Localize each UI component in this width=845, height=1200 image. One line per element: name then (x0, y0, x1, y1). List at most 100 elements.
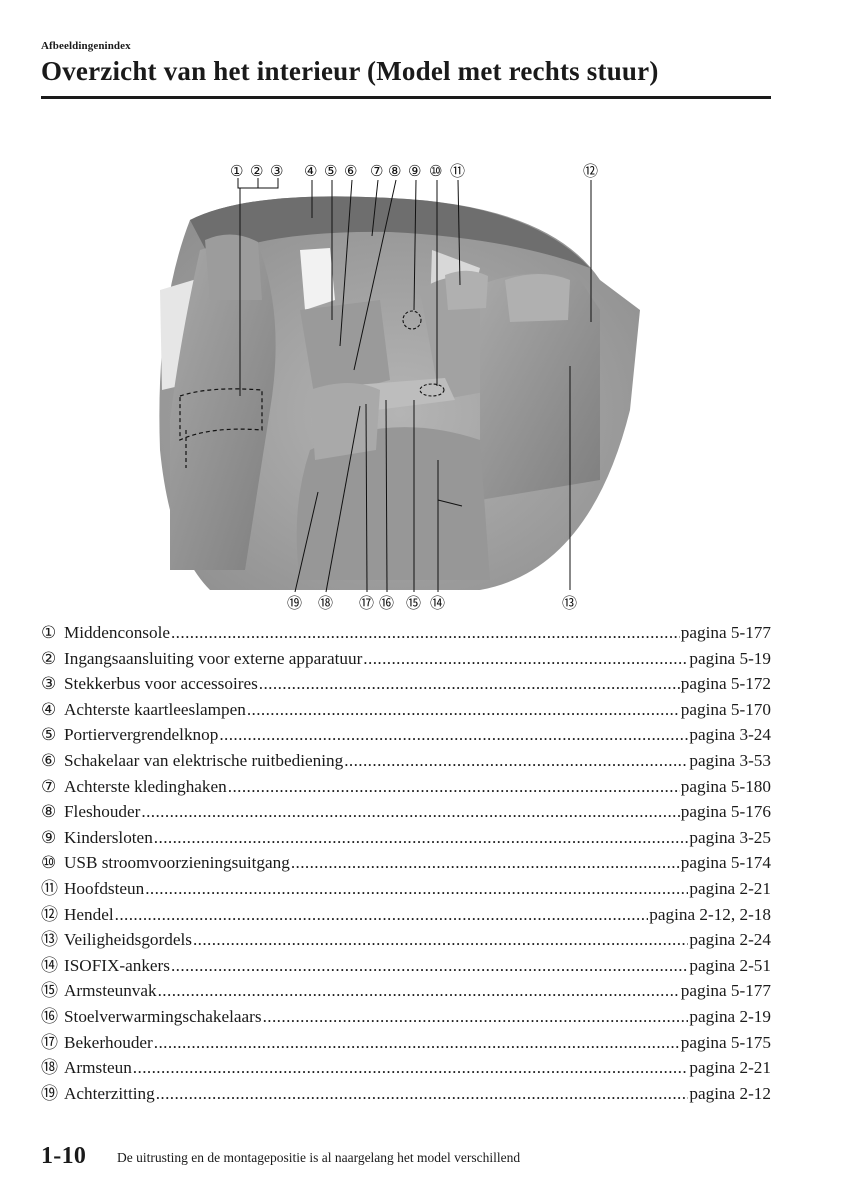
page-number: 1-10 (41, 1143, 87, 1169)
dot-leader (171, 620, 680, 646)
dot-leader (133, 1055, 689, 1081)
index-row: ⑦ Achterste kledinghaken pagina 5-180 (41, 774, 771, 800)
item-label: Veiligheidsgordels (64, 930, 192, 950)
item-page-ref: pagina 2-51 (689, 955, 771, 975)
item-label: Hendel (64, 904, 114, 924)
index-row: ⑥ Schakelaar van elektrische ruitbedieni… (41, 748, 771, 774)
item-label: Stoelverwarmingschakelaars (64, 1006, 262, 1026)
center-console-outline (179, 388, 263, 441)
dot-leader (363, 646, 688, 672)
dot-leader (291, 850, 680, 876)
dot-leader (219, 722, 688, 748)
index-row: ④ Achterste kaartleeslampen pagina 5-170 (41, 697, 771, 723)
leader-6 (339, 179, 353, 347)
cupholder-outline (419, 383, 445, 397)
index-row: ⑩ USB stroomvoorzieningsuitgang pagina 5… (41, 850, 771, 876)
dot-leader (115, 902, 649, 928)
callout-13: ⑬ (562, 594, 577, 612)
item-label: ISOFIX-ankers (64, 955, 170, 975)
dot-leader (171, 953, 688, 979)
item-number: ⑤ (41, 725, 57, 745)
callout-14: ⑭ (430, 594, 445, 612)
callout-19: ⑲ (287, 594, 302, 612)
index-row: ⑨ Kindersloten pagina 3-25 (41, 825, 771, 851)
index-row: ⑤ Portiervergrendelknop pagina 3-24 (41, 722, 771, 748)
item-label: Middenconsole (64, 623, 170, 642)
callout-9: ⑨ (408, 162, 421, 180)
rear-seat-cushion (296, 427, 490, 580)
dot-leader (154, 1030, 680, 1056)
item-number: ③ (41, 674, 57, 694)
item-page-ref: pagina 5-176 (680, 802, 771, 822)
roof-lining (190, 196, 590, 268)
leader-11 (457, 179, 461, 286)
item-page-ref: pagina 2-21 (689, 1058, 771, 1078)
callout-8: ⑧ (388, 162, 401, 180)
leader-17 (365, 403, 368, 593)
item-number: ⑲ (41, 1083, 58, 1103)
page-title: Overzicht van het interieur (Model met r… (41, 56, 659, 86)
front-seat-headrest (205, 234, 262, 300)
dot-leader (228, 774, 680, 800)
callout-11: ⑪ (450, 162, 465, 180)
index-row: ⑬ Veiligheidsgordels pagina 2-24 (41, 927, 771, 953)
index-list: ① Middenconsole pagina 5-177 ② Ingangsaa… (41, 620, 771, 1106)
item-page-ref: pagina 5-175 (680, 1032, 771, 1052)
item-number: ⑫ (41, 904, 58, 924)
child-lock-marker (402, 310, 422, 330)
leader-16 (385, 399, 388, 593)
item-page-ref: pagina 2-24 (689, 930, 771, 950)
item-page-ref: pagina 5-177 (680, 981, 771, 1001)
item-number: ⑮ (41, 981, 58, 1001)
item-label: Achterste kledinghaken (64, 776, 227, 796)
dot-leader (145, 876, 688, 902)
leader-19 (294, 491, 319, 593)
leader-18 (325, 405, 361, 593)
item-page-ref: pagina 5-170 (680, 699, 771, 719)
item-label: Schakelaar van elektrische ruitbediening (64, 750, 344, 770)
item-label: Achterzitting (64, 1083, 155, 1103)
dot-leader (247, 697, 680, 723)
item-label: USB stroomvoorzieningsuitgang (64, 853, 290, 873)
callout-5: ⑤ (324, 162, 337, 180)
leader-7 (371, 179, 379, 237)
leader-14 (437, 460, 463, 592)
item-number: ⑯ (41, 1006, 58, 1026)
callout-12: ⑫ (583, 162, 598, 180)
item-page-ref: pagina 5-177 (680, 623, 771, 642)
callout-7: ⑦ (370, 162, 383, 180)
item-label: Portiervergrendelknop (64, 725, 219, 745)
item-page-ref: pagina 2-12, 2-18 (649, 904, 771, 924)
item-page-ref: pagina 5-172 (680, 674, 771, 694)
item-label: Kindersloten (64, 827, 153, 847)
dot-leader (141, 799, 679, 825)
item-number: ⑧ (41, 802, 57, 822)
rear-headrest (445, 270, 488, 310)
callout-4: ④ (304, 162, 317, 180)
item-number: ① (41, 623, 57, 642)
item-number: ⑰ (41, 1032, 58, 1052)
item-label: Fleshouder (64, 802, 141, 822)
rear-headrest (505, 274, 570, 322)
leader-1-3 (237, 178, 279, 396)
footer-note: De uitrusting en de montagepositie is al… (117, 1150, 521, 1165)
index-row: ⑪ Hoofdsteun pagina 2-21 (41, 876, 771, 902)
index-row: ⑮ Armsteunvak pagina 5-177 (41, 978, 771, 1004)
item-label: Bekerhouder (64, 1032, 153, 1052)
item-page-ref: pagina 2-12 (689, 1083, 771, 1103)
callout-1: ① (230, 162, 243, 180)
callout-16: ⑯ (379, 594, 394, 612)
item-label: Ingangsaansluiting voor externe apparatu… (64, 648, 363, 668)
item-page-ref: pagina 3-25 (689, 827, 771, 847)
index-row: ③ Stekkerbus voor accessoires pagina 5-1… (41, 671, 771, 697)
item-page-ref: pagina 3-24 (689, 725, 771, 745)
dot-leader (193, 927, 688, 953)
side-window (300, 248, 335, 310)
callout-2: ② (250, 162, 263, 180)
item-page-ref: pagina 5-180 (680, 776, 771, 796)
item-number: ⑬ (41, 930, 58, 950)
callout-3: ③ (270, 162, 283, 180)
index-row: ⑰ Bekerhouder pagina 5-175 (41, 1030, 771, 1056)
item-number: ⑨ (41, 827, 57, 847)
front-seat-back (170, 245, 276, 570)
